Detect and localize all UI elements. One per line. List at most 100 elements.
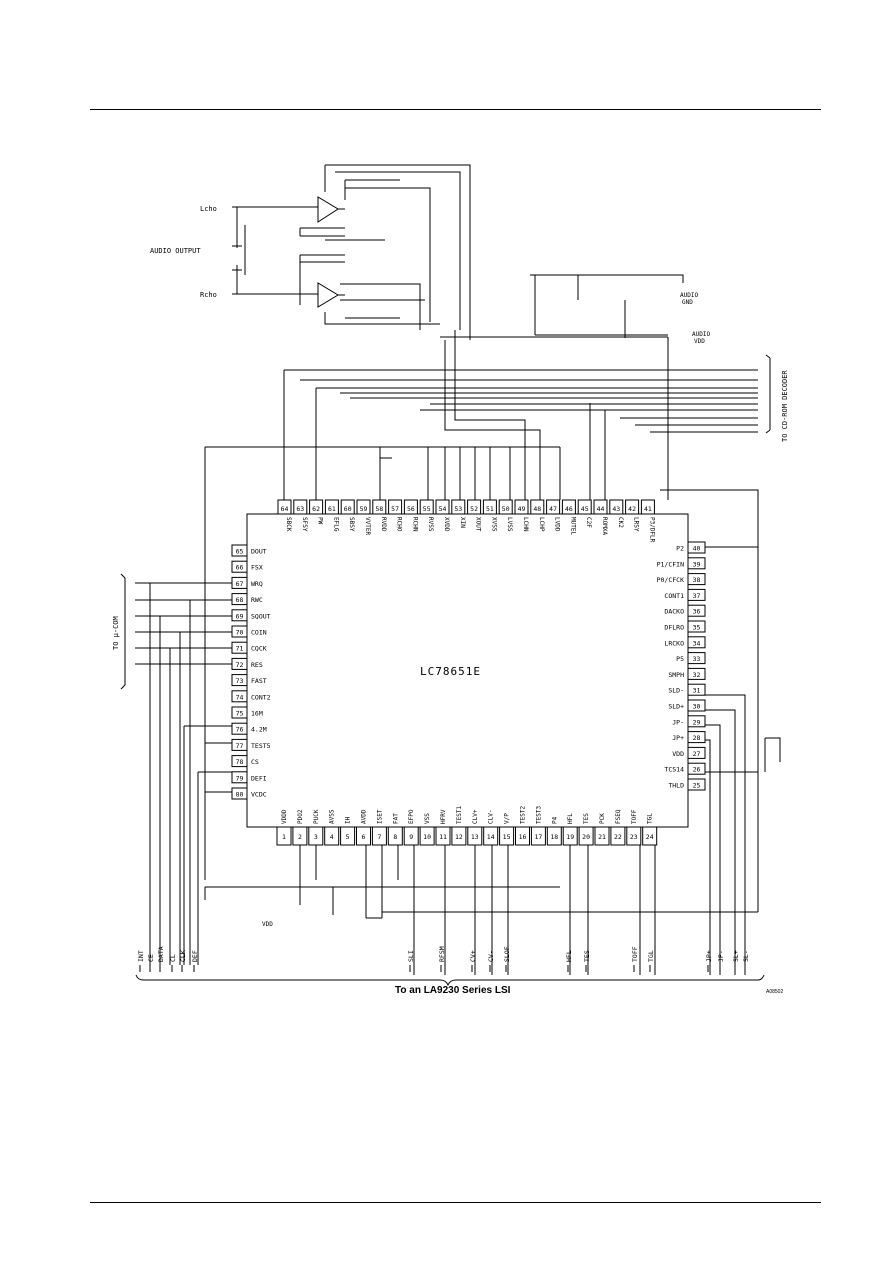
svg-text:39: 39 (693, 560, 701, 568)
svg-text:COIN: COIN (251, 629, 267, 637)
svg-text:TGL: TGL (647, 813, 654, 824)
svg-text:33: 33 (693, 655, 701, 663)
signal-sl-: SL- (742, 950, 750, 972)
svg-text:FAST: FAST (251, 677, 267, 685)
svg-text:31: 31 (693, 687, 701, 695)
lsi-bracket (135, 974, 765, 987)
ucom-bracket (120, 573, 126, 690)
svg-text:55: 55 (423, 505, 431, 513)
svg-text:CQCK: CQCK (251, 645, 267, 653)
svg-text:53: 53 (454, 505, 462, 513)
svg-text:4.2M: 4.2M (251, 726, 267, 734)
svg-text:CONT1: CONT1 (664, 592, 684, 600)
pin-left-73: 73 FAST (231, 674, 267, 687)
svg-text:DACKO: DACKO (664, 608, 684, 616)
opamp-left-channel (317, 196, 339, 223)
svg-text:43: 43 (612, 505, 620, 513)
svg-text:13: 13 (471, 833, 479, 841)
svg-text:DATA: DATA (157, 946, 165, 962)
svg-text:80: 80 (236, 791, 244, 799)
svg-text:20: 20 (582, 833, 590, 841)
svg-text:35: 35 (693, 624, 701, 632)
svg-text:ROMXA: ROMXA (601, 517, 608, 535)
signal-cv-: CV- (487, 950, 495, 972)
svg-text:50: 50 (502, 505, 510, 513)
pin-bottom-6: 6 AVDD (356, 809, 371, 846)
svg-text:14: 14 (487, 833, 495, 841)
svg-text:61: 61 (328, 505, 336, 513)
svg-text:SBSY: SBSY (348, 517, 355, 532)
audio-gnd-label-1: AUDIO (680, 292, 698, 299)
svg-text:47: 47 (549, 505, 557, 513)
svg-text:CV+: CV+ (469, 950, 477, 962)
svg-text:CL: CL (169, 954, 177, 962)
svg-text:75: 75 (236, 710, 244, 718)
svg-text:V/P: V/P (504, 813, 511, 824)
svg-text:RCHN: RCHN (411, 517, 418, 532)
svg-text:73: 73 (236, 677, 244, 685)
svg-text:VCDC: VCDC (251, 791, 267, 799)
svg-text:SLD+: SLD+ (668, 703, 684, 711)
svg-text:TES: TES (583, 813, 590, 824)
svg-text:8: 8 (393, 833, 397, 841)
svg-text:EFPO: EFPO (408, 809, 415, 824)
svg-text:TEST2: TEST2 (520, 806, 527, 824)
svg-text:9: 9 (409, 833, 413, 841)
svg-text:VSS: VSS (424, 813, 431, 824)
svg-text:56: 56 (407, 505, 415, 513)
svg-text:25: 25 (693, 782, 701, 790)
signal-tgl: TGL (647, 950, 655, 972)
svg-text:WRQ: WRQ (251, 580, 263, 588)
svg-text:26: 26 (693, 766, 701, 774)
figure-code: A08502 (766, 989, 784, 995)
svg-text:67: 67 (236, 580, 244, 588)
svg-text:LCHN: LCHN (522, 517, 529, 532)
svg-text:VDDD: VDDD (281, 809, 288, 824)
svg-text:LVSS: LVSS (506, 517, 513, 532)
svg-text:18: 18 (550, 833, 558, 841)
audio-gnd-label-2: GND (682, 299, 693, 306)
svg-text:AVSS: AVSS (329, 809, 336, 824)
svg-text:59: 59 (360, 505, 368, 513)
svg-text:52: 52 (470, 505, 478, 513)
svg-text:48: 48 (533, 505, 541, 513)
svg-text:49: 49 (518, 505, 526, 513)
svg-text:LRCKO: LRCKO (664, 639, 684, 647)
svg-text:27: 27 (693, 750, 701, 758)
to-ucom-label: TO μ-COM (112, 616, 120, 650)
svg-text:36: 36 (693, 608, 701, 616)
svg-text:JP+: JP+ (672, 734, 684, 742)
svg-text:6: 6 (362, 833, 366, 841)
svg-text:22: 22 (614, 833, 622, 841)
svg-text:SMPH: SMPH (668, 671, 684, 679)
svg-text:TEST1: TEST1 (456, 806, 463, 824)
svg-text:69: 69 (236, 612, 244, 620)
svg-text:17: 17 (534, 833, 542, 841)
svg-text:AVDD: AVDD (361, 809, 368, 824)
svg-text:HFL: HFL (567, 813, 574, 824)
svg-text:40: 40 (693, 545, 701, 553)
svg-text:XIN: XIN (459, 517, 466, 528)
svg-text:P4: P4 (551, 816, 558, 824)
